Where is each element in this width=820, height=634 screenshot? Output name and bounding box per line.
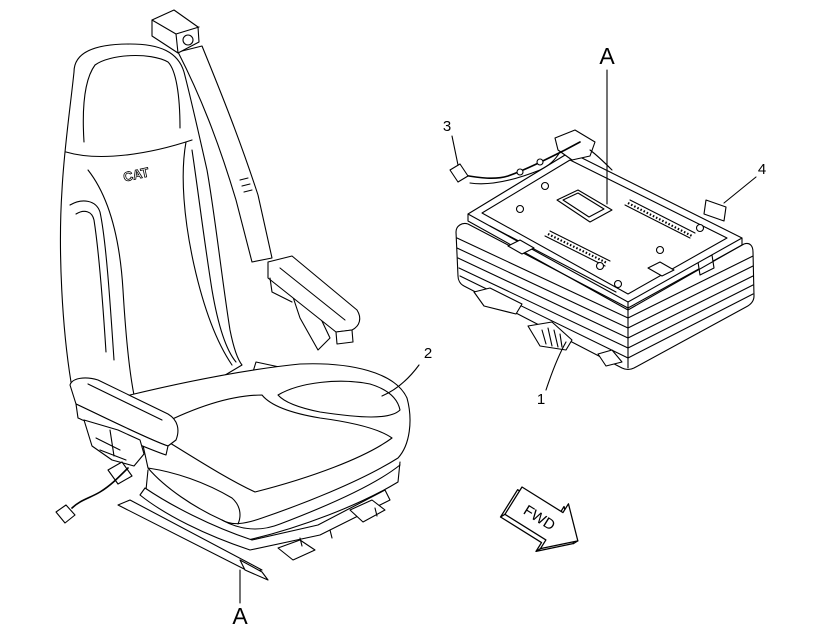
seat-wire-harness [71,467,129,509]
suspension-wire-to-rim [589,149,613,171]
suspension-serration-front [544,230,611,267]
callout-labels: A 3 4 2 1 A [232,43,766,629]
view-label-a-top: A [599,43,615,69]
seat-base-plate [139,487,391,551]
left-armrest-pad-line [87,383,163,421]
right-armrest-end [335,329,354,345]
recline-mechanism [83,419,145,467]
seat-base-bracket-right [349,499,386,523]
seat-cushion-surface [159,394,393,493]
recline-mechanism-detail [95,429,127,461]
seat-slide-rail [117,499,263,573]
fwd-arrow-edges [499,513,579,552]
suspension-bellows-right [627,255,754,359]
suspension-harness-clip-2 [536,158,544,166]
seat-back-bolster-line [191,149,237,363]
suspension-plate-front-strip [489,225,617,293]
leader-1 [545,341,567,391]
cat-logo: CAT [122,164,151,185]
suspension-foot-left [473,287,523,315]
logo-text: CAT [122,164,150,184]
suspension-bolt-2 [655,245,665,255]
seat-cushion-outline [129,363,411,525]
suspension-connector [449,163,469,183]
adjust-lever [107,461,133,485]
view-label-a-bottom: A [232,603,248,629]
right-armrest-support [269,267,346,321]
suspension-serration-front-teeth [547,233,608,264]
callout-2: 2 [424,345,432,362]
leader-4 [723,176,757,204]
suspension-bolt-4 [695,223,705,233]
suspension-wire-harness [462,141,581,180]
seat-suspension [449,129,755,371]
seat-belt-retractor-hub [182,34,194,46]
seat-belt-strap-detail [239,177,253,193]
headrest-lower-seam [65,139,193,157]
leader-3 [451,135,459,166]
suspension-bolt-5 [613,279,623,289]
seat-back-outline [59,43,243,399]
suspension-bolt-6 [540,181,550,191]
seat-belt-strap [177,45,273,263]
suspension-foot-right [597,349,623,367]
seat-cushion-front-band [221,464,401,530]
suspension-bellows-left [456,237,629,359]
suspension-wire-harness-second [469,151,561,185]
suspension-serration-back-teeth [627,202,693,237]
callout-3: 3 [443,118,451,135]
suspension-center-slot [556,189,613,223]
operator-seat: CAT [55,9,411,581]
seat-base-bolts [299,507,378,547]
seat-cushion-left-bolster [147,467,241,525]
seat-base-bracket-front [277,539,316,561]
suspension-body [455,222,755,371]
seat-belt-retractor-face [151,19,200,54]
seat-rail-end [239,559,269,581]
suspension-center-slot-inner [562,192,605,218]
callout-1: 1 [537,391,545,408]
suspension-bolt-3 [595,261,605,271]
seat-back-side-groove [69,200,115,361]
leader-lines [239,69,757,604]
headrest-inner-line [82,54,181,143]
seat-connector [55,504,76,524]
callout-4: 4 [758,161,766,178]
suspension-bolt-1 [515,204,525,214]
suspension-mount-ribs [541,327,563,348]
suspension-harness-clip-1 [516,168,524,176]
suspension-top-plate-edge [467,213,743,311]
suspension-plate-rim [481,159,728,295]
fwd-arrow-face [504,486,579,550]
suspension-plate-slots [507,239,675,277]
seat-back-center-panel-left [87,169,135,396]
seat-back-center-panel-right [182,141,233,366]
suspension-serration-back [624,199,696,239]
suspension-rear-bracket [703,199,727,222]
seat-cushion-front-roll [277,380,401,418]
seat-belt-retractor [151,9,200,54]
fwd-arrow: FWD [499,486,579,552]
leader-2 [381,364,420,397]
